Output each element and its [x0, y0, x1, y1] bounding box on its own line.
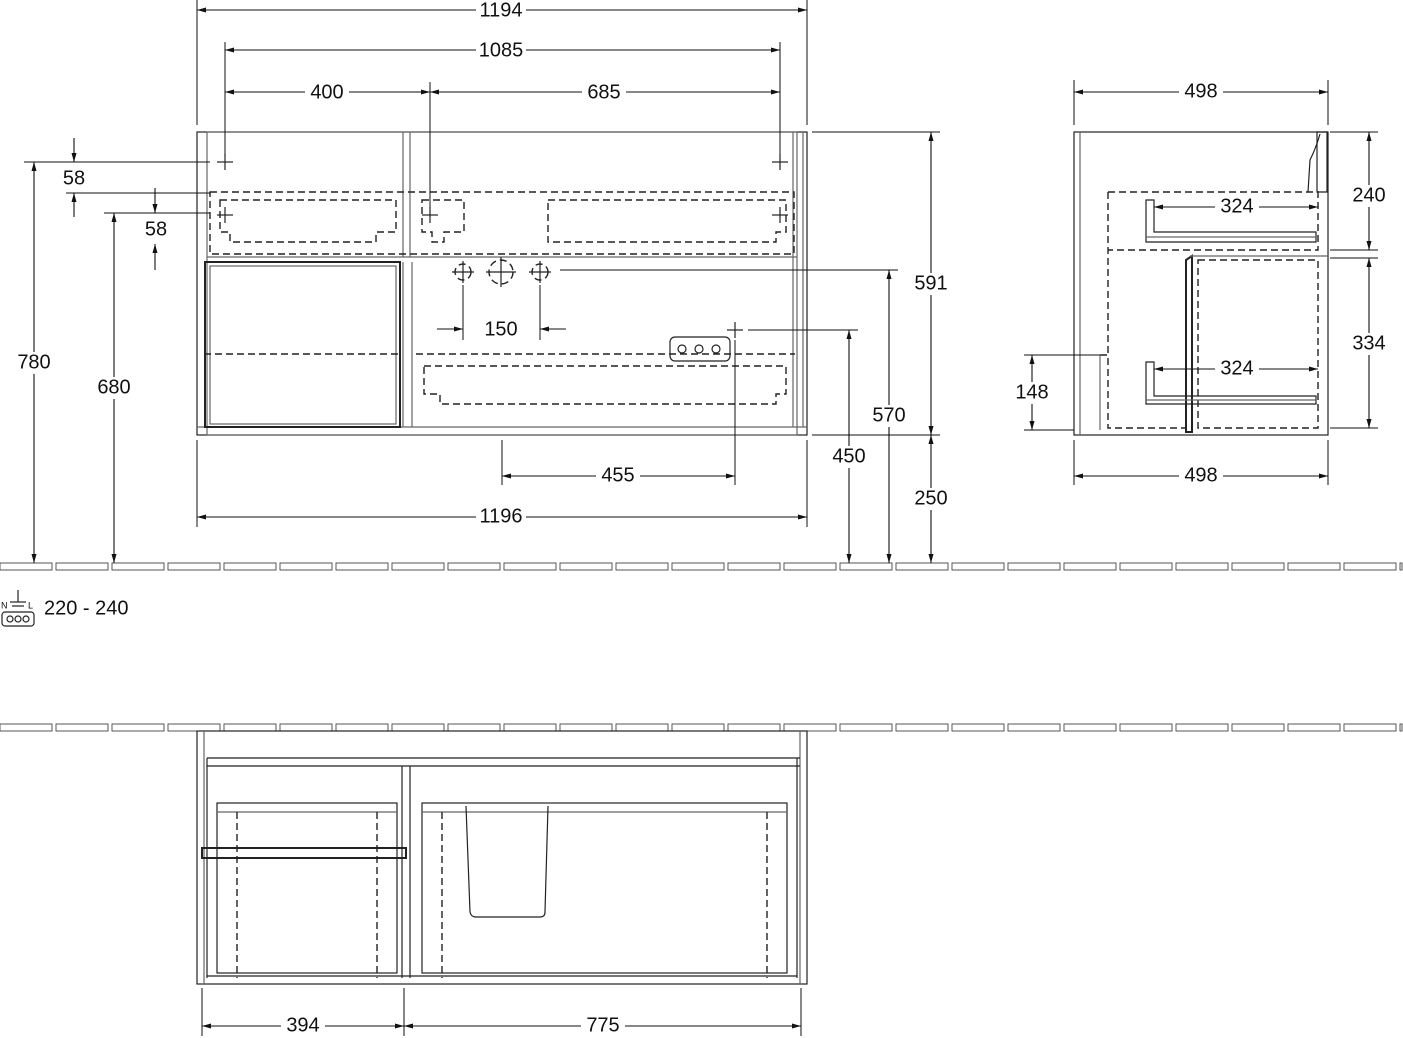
dim-left-section: 400	[310, 81, 343, 103]
plan-outline	[196, 730, 808, 985]
dim-overall-width-top: 1194	[479, 0, 522, 21]
plan-left-drawer	[216, 802, 398, 974]
dim-lower-offset: 148	[1015, 381, 1048, 403]
cabinet-inner-outline	[206, 131, 798, 436]
floor-line-lower	[0, 723, 1403, 732]
electrical-legend: N L 220 - 240	[1, 590, 129, 627]
dim-drawer-depth-upper: 324	[1220, 195, 1253, 217]
terminal-label-l: L	[28, 600, 33, 610]
dim-upper-height: 240	[1352, 184, 1385, 206]
dim-height-rail: 680	[97, 376, 130, 398]
dim-floor-clearance: 250	[914, 487, 947, 509]
dim-left-width: 394	[286, 1014, 319, 1036]
dim-top-offset-1: 58	[63, 167, 85, 189]
side-outline	[1073, 131, 1329, 436]
dim-right-width: 775	[586, 1014, 619, 1036]
voltage-label: 220 - 240	[44, 597, 129, 619]
dim-socket-height: 450	[832, 445, 865, 467]
basin-outline-dashed	[209, 191, 795, 255]
plan-right-drawer	[421, 802, 788, 974]
dim-tap-height: 570	[872, 404, 905, 426]
dim-cabinet-height: 591	[914, 272, 947, 294]
dim-depth-top: 498	[1184, 80, 1217, 102]
dim-socket-offset: 455	[601, 464, 634, 486]
dim-drawer-depth-lower: 324	[1220, 357, 1253, 379]
plan-view: 394 775	[196, 730, 808, 1037]
dim-top-offset-2: 58	[145, 218, 167, 240]
socket-symbol-icon	[1, 590, 35, 627]
side-view: 498 498 324 324 240 334 148	[1010, 80, 1391, 487]
floor-line-upper	[0, 562, 1403, 571]
dim-depth-bottom: 498	[1184, 464, 1217, 486]
dim-tap-spacing: 150	[484, 318, 517, 340]
dim-overall-width-bottom: 1196	[479, 505, 522, 527]
socket-icon	[669, 322, 743, 362]
left-drawer-front	[204, 261, 401, 428]
mounting-point-icon	[217, 154, 788, 223]
dim-height-total: 780	[17, 351, 50, 373]
dim-lower-height: 334	[1352, 332, 1385, 354]
front-view: 1194 1085 400 685 58 58 150 455 1196 780…	[12, 0, 953, 563]
terminal-label-n: N	[1, 600, 8, 610]
dim-right-section: 685	[587, 81, 620, 103]
dim-mounting-span: 1085	[479, 39, 524, 61]
tap-hole-icon	[452, 257, 551, 287]
